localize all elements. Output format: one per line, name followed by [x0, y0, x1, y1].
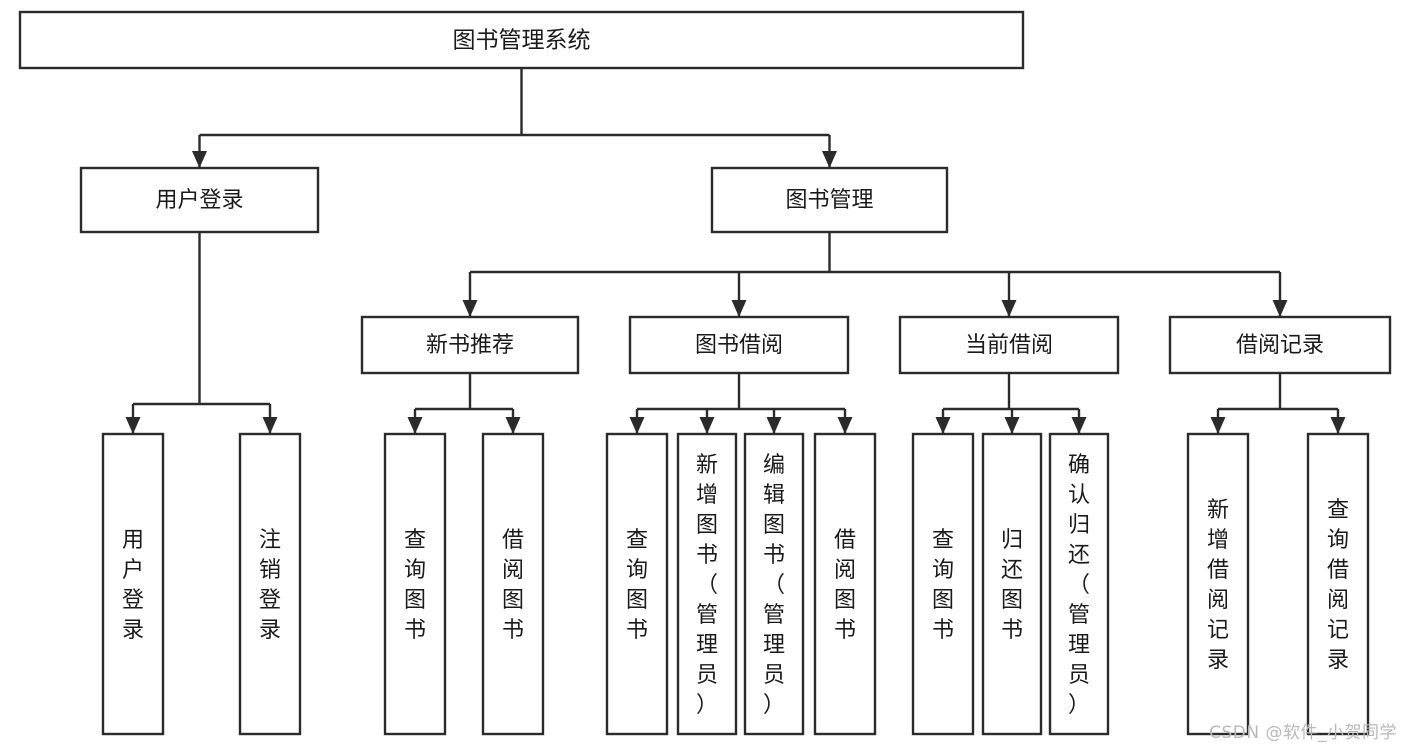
node-leaf-add-book-admin[interactable]: 新增图书（管理员） [676, 432, 738, 736]
branch-root-to-level2 [192, 68, 837, 168]
arrow-head-icon [1330, 417, 1346, 434]
node-box-book-manage [710, 166, 949, 234]
branch-book-borrow-to-leaves [629, 373, 853, 434]
node-label-leaf-query-borrow-record: 查询借阅记录 [1327, 498, 1349, 673]
node-label-leaf-return-book: 归还图书 [1001, 528, 1023, 643]
node-leaf-query-borrow-record[interactable]: 查询借阅记录 [1306, 432, 1370, 736]
node-label-leaf-user-login: 用户登录 [122, 528, 144, 643]
node-box-leaf-query-book-rec [383, 432, 447, 736]
arrow-head-icon [125, 417, 141, 434]
node-leaf-return-book[interactable]: 归还图书 [981, 432, 1043, 736]
node-box-leaf-add-borrow-record [1186, 432, 1250, 736]
node-box-leaf-edit-book-admin [743, 432, 805, 736]
node-label-book-borrow: 图书借阅 [695, 333, 783, 358]
node-label-book-manage: 图书管理 [785, 188, 873, 213]
arrow-head-icon [699, 417, 715, 434]
node-leaf-query-book-borrow[interactable]: 查询图书 [605, 432, 669, 736]
node-box-book-borrow [628, 315, 850, 375]
node-box-leaf-query-book-borrow [605, 432, 669, 736]
node-label-leaf-add-book-admin: 新增图书（管理员） [696, 453, 718, 718]
branch-borrow-record-to-leaves [1210, 373, 1346, 434]
node-leaf-query-book-rec[interactable]: 查询图书 [383, 432, 447, 736]
node-label-leaf-borrow-book-rec: 借阅图书 [502, 528, 524, 643]
node-current-borrow[interactable]: 当前借阅 [898, 315, 1120, 375]
node-box-root [18, 10, 1025, 70]
node-label-leaf-add-borrow-record: 新增借阅记录 [1207, 498, 1229, 673]
node-box-user-login [79, 166, 320, 234]
node-box-leaf-query-borrow-record [1306, 432, 1370, 736]
branch-user-login-to-leaves [125, 232, 278, 434]
arrow-head-icon [1272, 300, 1288, 317]
arrow-head-icon [192, 151, 207, 168]
node-label-leaf-user-logout: 注销登录 [259, 528, 281, 643]
arrow-head-icon [629, 417, 645, 434]
arrow-head-icon [837, 417, 853, 434]
node-label-current-borrow: 当前借阅 [965, 333, 1053, 358]
node-label-leaf-confirm-return-admin: 确认归还（管理员） [1068, 453, 1090, 718]
branch-new-book-recommend-to-leaves [407, 373, 521, 434]
node-box-leaf-user-login [101, 432, 165, 736]
node-label-leaf-borrow-book: 借阅图书 [834, 528, 856, 643]
node-box-leaf-borrow-book [813, 432, 877, 736]
connectors-layer [125, 68, 1346, 434]
node-label-new-book-recommend: 新书推荐 [426, 333, 514, 358]
node-box-leaf-return-book [981, 432, 1043, 736]
node-box-leaf-confirm-return-admin [1048, 432, 1110, 736]
node-label-borrow-record: 借阅记录 [1236, 333, 1324, 358]
arrow-head-icon [766, 417, 782, 434]
arrow-head-icon [1001, 300, 1017, 317]
node-root[interactable]: 图书管理系统 [18, 10, 1025, 70]
node-leaf-query-book-current[interactable]: 查询图书 [911, 432, 975, 736]
node-leaf-borrow-book-rec[interactable]: 借阅图书 [481, 432, 545, 736]
nodes-layer: 图书管理系统用户登录图书管理新书推荐图书借阅当前借阅借阅记录用户登录注销登录查询… [18, 10, 1392, 736]
node-new-book-recommend[interactable]: 新书推荐 [360, 315, 580, 375]
arrow-head-icon [731, 300, 747, 317]
node-label-leaf-query-book-current: 查询图书 [932, 528, 954, 643]
node-book-manage[interactable]: 图书管理 [710, 166, 949, 234]
arrow-head-icon [407, 417, 423, 434]
node-label-user-login: 用户登录 [155, 188, 243, 213]
arrow-head-icon [822, 151, 837, 168]
arrow-head-icon [462, 300, 478, 317]
node-box-leaf-query-book-current [911, 432, 975, 736]
node-leaf-edit-book-admin[interactable]: 编辑图书（管理员） [743, 432, 805, 736]
node-box-leaf-add-book-admin [676, 432, 738, 736]
node-leaf-user-logout[interactable]: 注销登录 [238, 432, 302, 736]
node-borrow-record[interactable]: 借阅记录 [1168, 315, 1392, 375]
node-label-leaf-query-book-rec: 查询图书 [404, 528, 426, 643]
node-box-new-book-recommend [360, 315, 580, 375]
branch-current-borrow-to-leaves [935, 373, 1087, 434]
node-leaf-confirm-return-admin[interactable]: 确认归还（管理员） [1048, 432, 1110, 736]
node-box-borrow-record [1168, 315, 1392, 375]
arrow-head-icon [1071, 417, 1087, 434]
arrow-head-icon [505, 417, 521, 434]
node-label-root: 图书管理系统 [453, 28, 591, 54]
arrow-head-icon [1004, 417, 1020, 434]
node-label-leaf-query-book-borrow: 查询图书 [626, 528, 648, 643]
arrow-head-icon [1210, 417, 1226, 434]
node-box-current-borrow [898, 315, 1120, 375]
node-user-login[interactable]: 用户登录 [79, 166, 320, 234]
node-leaf-user-login[interactable]: 用户登录 [101, 432, 165, 736]
node-label-leaf-edit-book-admin: 编辑图书（管理员） [763, 453, 785, 718]
node-leaf-add-borrow-record[interactable]: 新增借阅记录 [1186, 432, 1250, 736]
node-leaf-borrow-book[interactable]: 借阅图书 [813, 432, 877, 736]
branch-bookmanage-to-level3 [462, 232, 1288, 317]
arrow-head-icon [935, 417, 951, 434]
node-book-borrow[interactable]: 图书借阅 [628, 315, 850, 375]
arrow-head-icon [262, 417, 278, 434]
node-box-leaf-user-logout [238, 432, 302, 736]
node-box-leaf-borrow-book-rec [481, 432, 545, 736]
